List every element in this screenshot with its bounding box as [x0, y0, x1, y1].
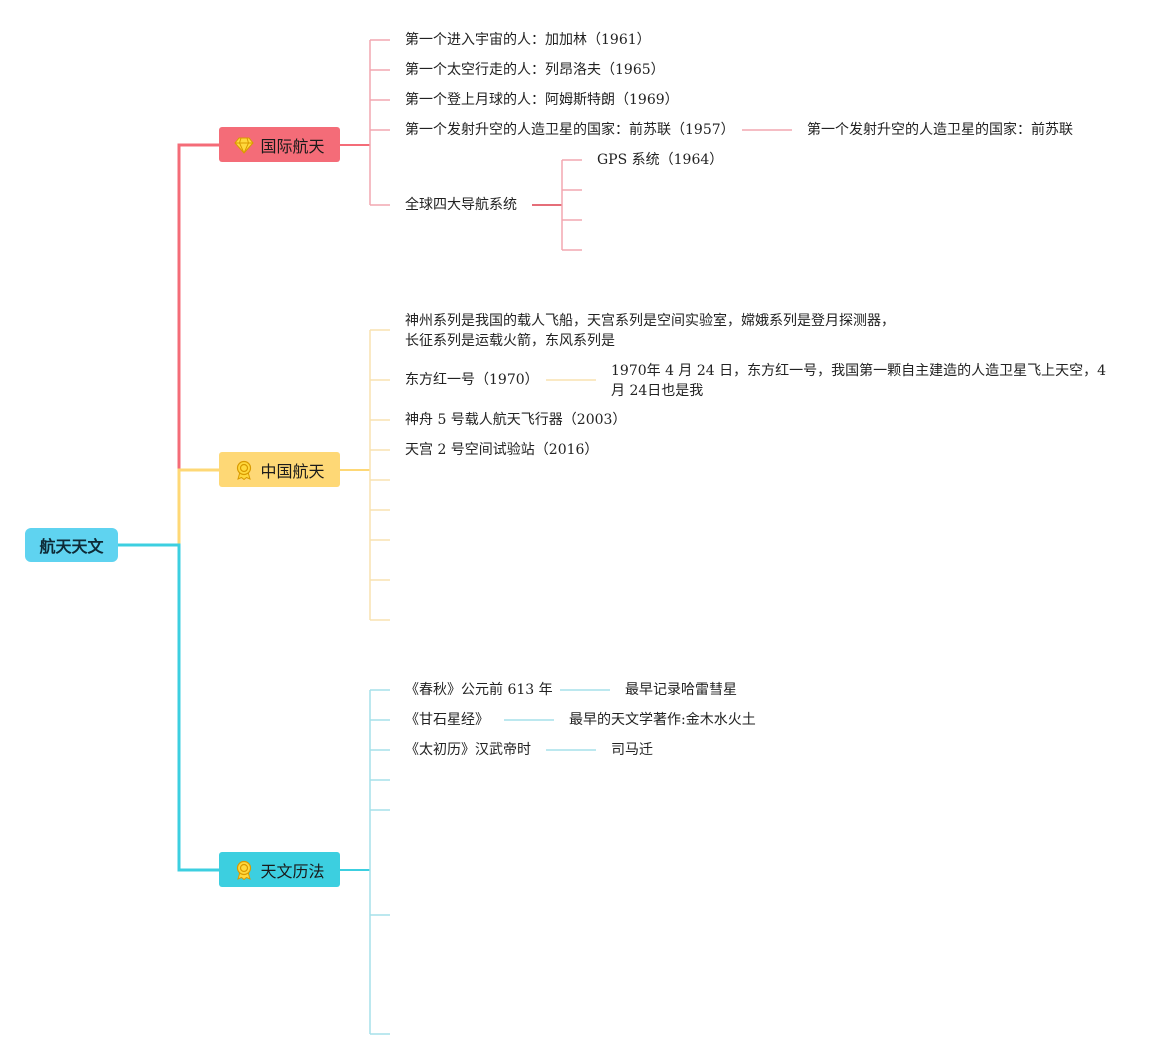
medal-icon	[234, 460, 254, 480]
intl-item-2[interactable]: 第一个太空行走的人：列昂洛夫（1965）	[405, 62, 665, 78]
diamond-icon	[234, 135, 255, 155]
china-item-1[interactable]: 神州系列是我国的载人飞船，天宫系列是空间实验室，嫦娥系列是登月探测器，长征系列是…	[405, 313, 895, 349]
china-item-4[interactable]: 天宫 2 号空间试验站（2016）	[405, 442, 599, 458]
astro-item-2[interactable]: 《甘石星经》	[405, 712, 489, 728]
astro-item-1-child[interactable]: 最早记录哈雷彗星	[625, 682, 737, 698]
branch-intl-label: 国际航天	[260, 136, 325, 156]
china-connectors	[340, 329, 596, 621]
connector-root-china	[118, 468, 219, 547]
root-node[interactable]: 航天天文	[25, 528, 118, 562]
astro-item-2-child[interactable]: 最早的天文学著作:金木水火土	[569, 712, 756, 728]
intl-connectors	[340, 39, 792, 251]
branch-astro-label: 天文历法	[260, 861, 325, 881]
intl-item-3[interactable]: 第一个登上月球的人：阿姆斯特朗（1969）	[405, 92, 679, 108]
astro-item-1[interactable]: 《春秋》公元前 613 年	[405, 682, 553, 698]
intl-item-4-child[interactable]: 第一个发射升空的人造卫星的国家：前苏联	[807, 122, 1073, 138]
branch-astro[interactable]: 天文历法	[219, 852, 340, 887]
intl-item-4[interactable]: 第一个发射升空的人造卫星的国家：前苏联（1957）	[405, 122, 735, 138]
intl-item-5[interactable]: 全球四大导航系统	[405, 197, 517, 213]
connector-root-intl	[118, 143, 219, 547]
branch-china-label: 中国航天	[260, 461, 325, 481]
intl-item-1[interactable]: 第一个进入宇宙的人：加加林（1961）	[405, 32, 651, 48]
astro-connectors	[340, 689, 610, 1035]
china-item-3[interactable]: 神舟 5 号载人航天飞行器（2003）	[405, 412, 627, 428]
astro-item-3-child[interactable]: 司马迁	[611, 742, 653, 758]
branch-china[interactable]: 中国航天	[219, 452, 340, 487]
root-connectors	[118, 143, 219, 872]
connector-root-astro	[118, 543, 219, 872]
root-label: 航天天文	[39, 537, 104, 556]
astro-item-3[interactable]: 《太初历》汉武帝时	[405, 742, 531, 758]
medal-icon	[234, 860, 254, 880]
nav-child-gps[interactable]: GPS 系统（1964）	[597, 152, 724, 168]
china-item-2[interactable]: 东方红一号（1970）	[405, 372, 539, 388]
china-item-2-child[interactable]: 1970年 4 月 24 日，东方红一号，我国第一颗自主建造的人造卫星飞上天空，…	[611, 363, 1107, 399]
branch-intl[interactable]: 国际航天	[219, 127, 340, 162]
